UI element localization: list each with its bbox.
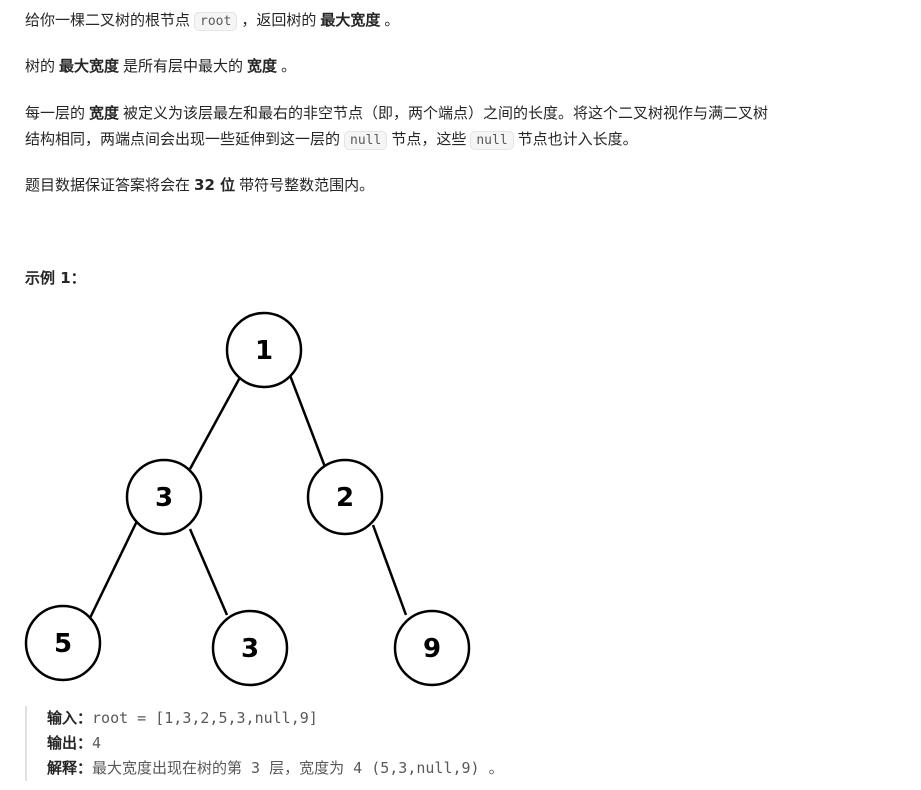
explanation-value: 最大宽度出现在树的第 3 层，宽度为 4 (5,3,null,9) 。 — [92, 759, 504, 777]
intro-text: 题目数据保证答案将会在 — [25, 176, 191, 194]
tree-nodes: 1 3 2 5 3 9 — [24, 311, 471, 687]
intro-text: ，返回树的 — [241, 11, 317, 29]
explanation-label: 解释： — [47, 759, 93, 777]
output-label: 输出： — [47, 734, 93, 752]
intro-text: 树的 — [25, 57, 56, 75]
inline-code-null: null — [470, 131, 514, 150]
bold-term-max-width: 最大宽度 — [59, 57, 120, 75]
tree-node-label: 2 — [336, 483, 354, 513]
tree-node-circle — [393, 609, 471, 687]
tree-node-label: 1 — [255, 336, 273, 366]
intro-text: 结构相同，两端点间会出现一些延伸到这一层的 — [25, 130, 341, 148]
bold-term-width: 宽度 — [89, 104, 120, 122]
tree-edge — [188, 369, 246, 470]
bold-term-width: 宽度 — [247, 57, 278, 75]
intro-paragraph-2: 树的最大宽度是所有层中最大的宽度。 — [25, 54, 895, 79]
intro-text: 。 — [281, 57, 297, 75]
bold-term-32-bit: 32 位 — [194, 176, 236, 194]
input-label: 输入： — [47, 709, 93, 727]
intro-text: 被定义为该层最左和最右的非空节点（即，两个端点）之间的长度。将这个二叉树视作与满… — [123, 104, 769, 122]
tree-edge — [88, 520, 139, 619]
input-value: root = [1,3,2,5,3,null,9] — [92, 709, 318, 727]
intro-text: 节点，这些 — [391, 130, 467, 148]
example-input-row: 输入：root = [1,3,2,5,3,null,9] — [47, 706, 647, 731]
inline-code-root: root — [194, 12, 238, 31]
tree-node: 9 — [393, 609, 471, 687]
output-value: 4 — [92, 734, 102, 752]
example-block: 输入：root = [1,3,2,5,3,null,9] 输出：4 解释：最大宽… — [25, 706, 647, 781]
tree-node-label: 3 — [155, 483, 173, 513]
intro-text: 给你一棵二叉树的根节点 — [25, 11, 191, 29]
tree-edge — [188, 528, 229, 616]
tree-node-circle — [211, 609, 289, 687]
tree-node: 3 — [125, 458, 203, 536]
tree-node: 2 — [306, 458, 384, 536]
tree-node-circle — [24, 604, 102, 682]
intro-text: 。 — [384, 11, 400, 29]
example-explanation-row: 解释：最大宽度出现在树的第 3 层，宽度为 4 (5,3,null,9) 。 — [47, 756, 647, 781]
inline-code-null: null — [344, 131, 388, 150]
intro-text: 带符号整数范围内。 — [239, 176, 375, 194]
binary-tree-diagram: 1 3 2 5 3 9 — [24, 311, 471, 687]
intro-text: 是所有层中最大的 — [123, 57, 244, 75]
tree-node: 3 — [211, 609, 289, 687]
intro-text: 每一层的 — [25, 104, 86, 122]
tree-edges — [88, 369, 408, 619]
tree-node-circle — [306, 458, 384, 536]
tree-node-label: 3 — [241, 634, 259, 664]
tree-node-label: 5 — [54, 629, 72, 659]
tree-node-circle — [225, 311, 303, 389]
tree-edge — [286, 369, 327, 468]
example-heading-text: 示例 1： — [25, 269, 86, 287]
tree-node-label: 9 — [423, 634, 441, 664]
tree-edge — [371, 524, 408, 616]
tree-node: 5 — [24, 604, 102, 682]
intro-paragraph-3: 每一层的宽度被定义为该层最左和最右的非空节点（即，两个端点）之间的长度。将这个二… — [25, 101, 895, 126]
tree-node-circle — [125, 458, 203, 536]
example-heading: 示例 1： — [25, 266, 895, 291]
bold-term-max-width: 最大宽度 — [320, 11, 381, 29]
tree-node: 1 — [225, 311, 303, 389]
intro-text: 节点也计入长度。 — [517, 130, 638, 148]
example-output-row: 输出：4 — [47, 731, 647, 756]
